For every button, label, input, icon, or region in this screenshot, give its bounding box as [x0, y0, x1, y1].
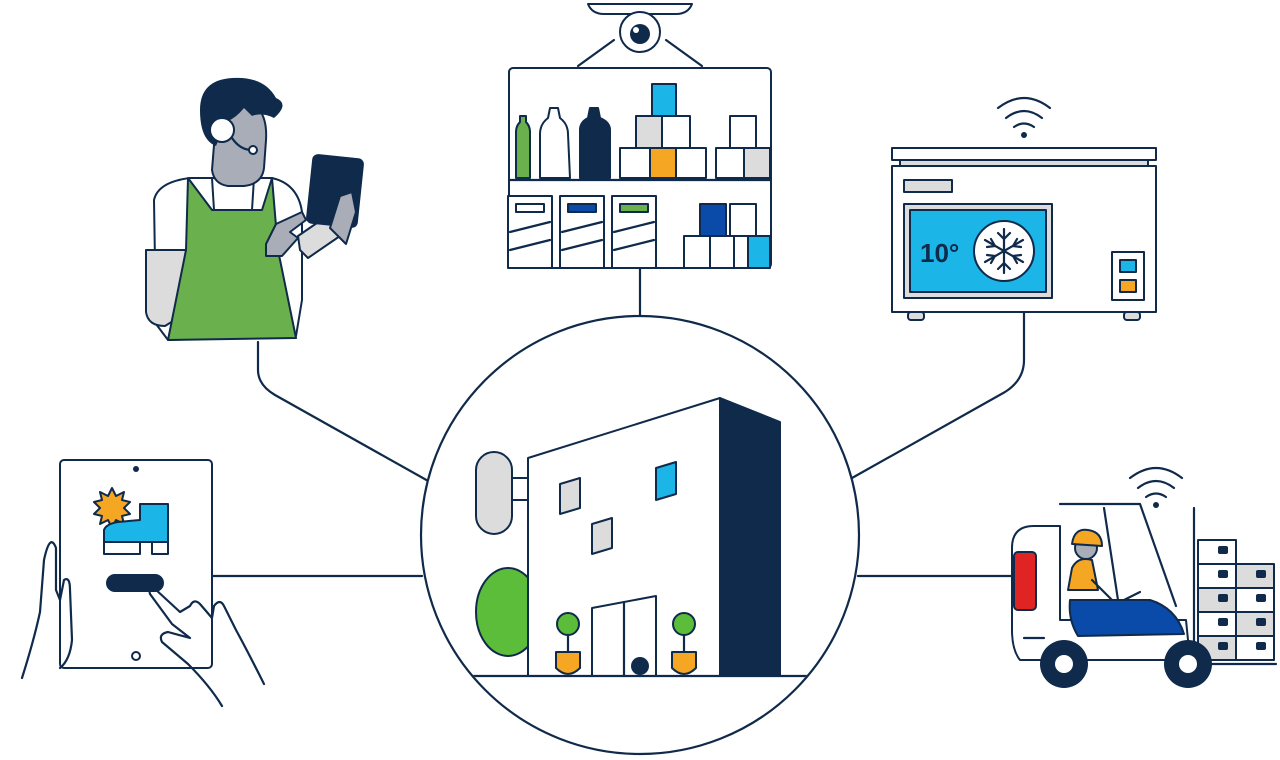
security-camera-icon — [576, 3, 704, 68]
freezer-temperature: 10° — [920, 238, 959, 268]
forklift-icon — [1011, 502, 1278, 688]
store-circle — [419, 314, 861, 756]
bottle-green — [515, 115, 531, 179]
connector-lines — [210, 266, 1026, 578]
wifi-icon — [996, 96, 1052, 138]
wifi-icon — [1128, 466, 1184, 508]
headset-icon — [209, 117, 235, 143]
smart-freezer-icon: 10° — [891, 147, 1157, 321]
snowflake-icon — [973, 220, 1035, 282]
bottle-white — [539, 107, 571, 179]
boot-icon — [103, 503, 169, 555]
store-building-icon — [419, 314, 861, 756]
stacked-crates — [1197, 539, 1275, 661]
driver-vest — [1067, 558, 1099, 591]
tablet-icon[interactable] — [20, 459, 266, 708]
store-associate-icon — [145, 77, 364, 341]
right-hand — [148, 586, 266, 708]
hard-hat-icon — [1071, 528, 1103, 547]
store-sign — [475, 451, 513, 535]
bottle-navy — [579, 107, 611, 179]
connector-associate — [256, 340, 432, 484]
drink-cases — [507, 195, 657, 269]
tail-light — [1013, 551, 1037, 611]
retail-shelf-icon — [507, 67, 773, 269]
left-hand — [20, 541, 74, 680]
connector-freezer — [850, 310, 1026, 480]
